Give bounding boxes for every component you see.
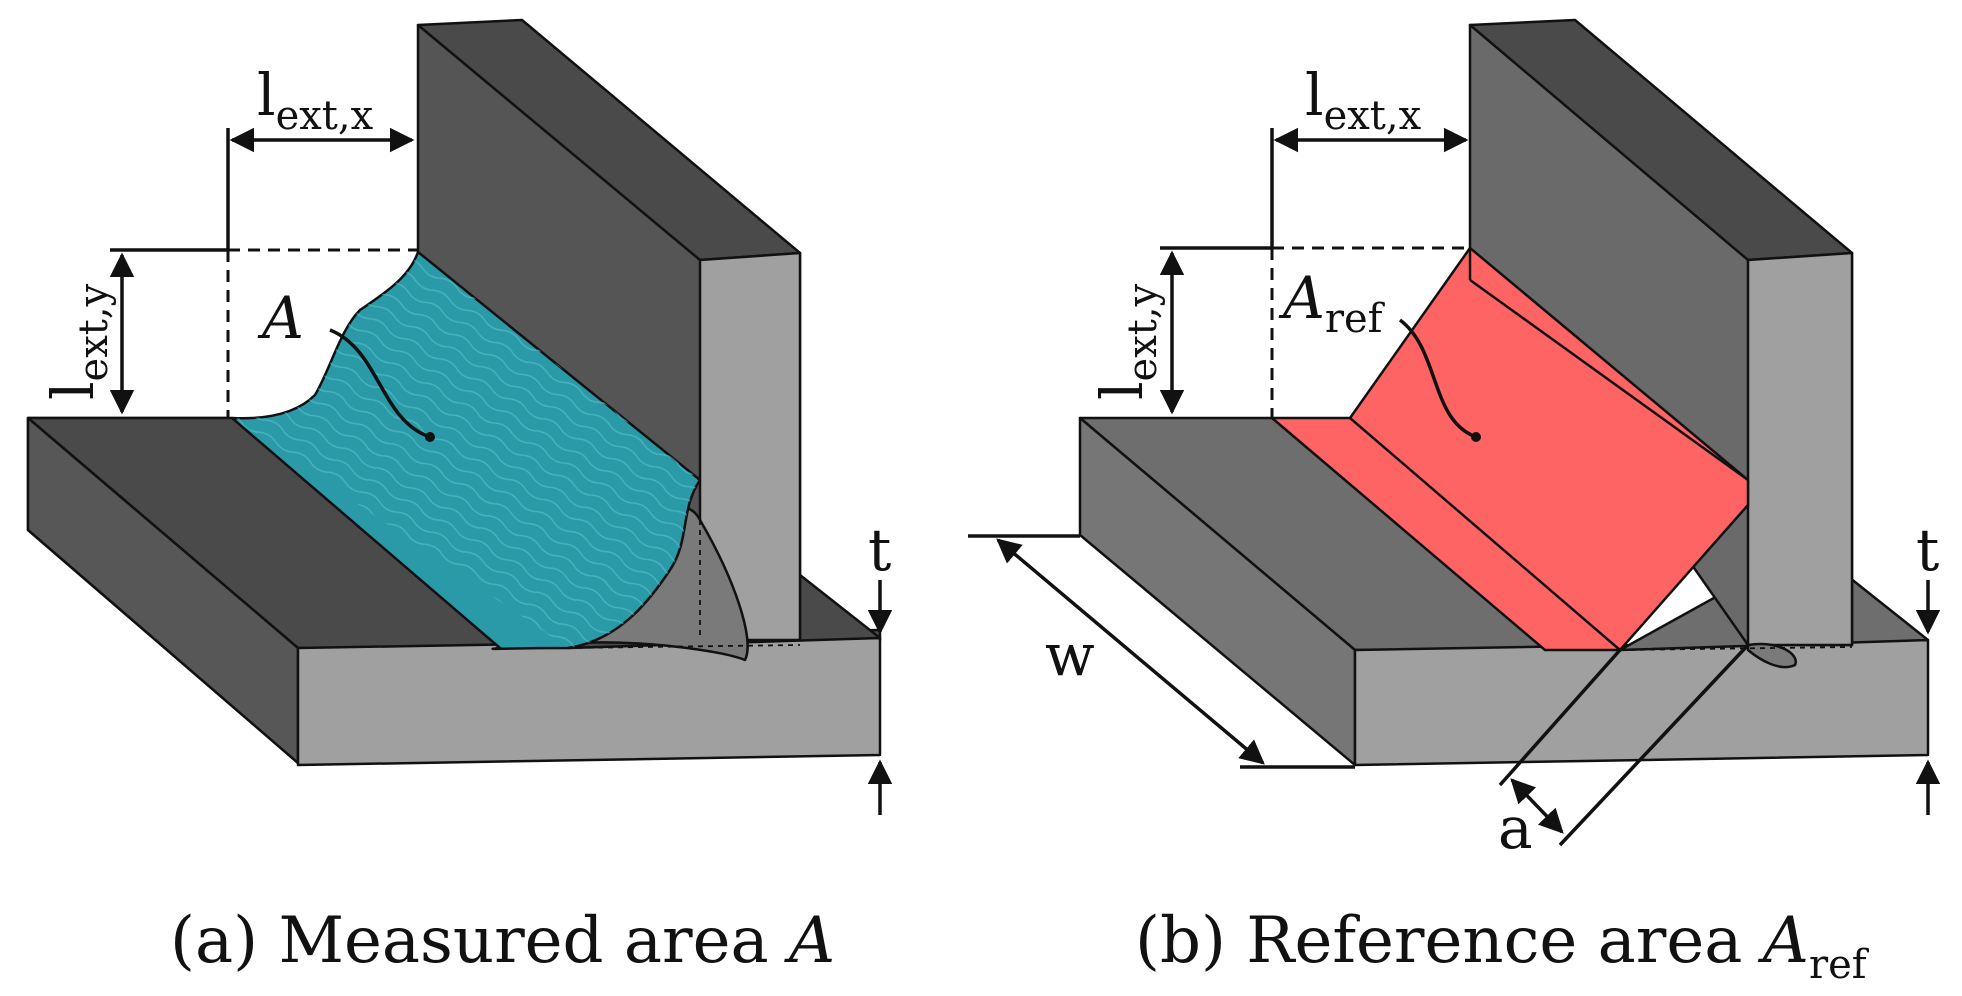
vertical-plate-front: [698, 251, 802, 642]
t-label: t: [1916, 516, 1939, 584]
a-extension-2: [1558, 643, 1750, 847]
reference-weld-area: [1270, 246, 1750, 652]
t-label: t: [868, 516, 891, 584]
a-extension-1: [1498, 648, 1622, 787]
panel-b: lext,x lext,y t w a Aref (b) Reference a…: [968, 18, 1941, 988]
area-leader: [329, 328, 431, 439]
caption-b: (b) Reference area Aref: [1135, 904, 1870, 988]
w-label: w: [1045, 621, 1095, 689]
weld-face-edge: [1349, 417, 1621, 651]
w-arrow: [996, 538, 1265, 765]
area-leader-dot: [425, 432, 435, 442]
base-plate-front-face: [296, 636, 882, 767]
caption-a: (a) Measured area A: [170, 904, 835, 978]
hidden-edge-dashes: [1619, 500, 1853, 651]
area-label: A: [257, 284, 304, 352]
lext-x-label: lext,x: [1305, 61, 1422, 139]
base-plate-front-face: [1353, 638, 1930, 767]
panel-a: lext,x lext,y t A (a) Measured area A: [26, 18, 893, 978]
lext-x-label: lext,x: [257, 61, 374, 139]
vertical-plate-front: [1746, 251, 1854, 647]
a-arrow: [1510, 778, 1564, 834]
penetration-bulge: [1746, 642, 1797, 669]
area-leader-dot: [1471, 432, 1481, 442]
hidden-edge-dashes: [567, 520, 801, 649]
area-leader: [1398, 318, 1477, 439]
measured-weld-ripples: [232, 252, 700, 648]
area-label: Aref: [1278, 264, 1386, 342]
a-label: a: [1498, 794, 1533, 862]
lext-y-label: lext,y: [1088, 283, 1166, 400]
lext-y-label: lext,y: [39, 283, 117, 400]
weld-toe-edge: [1469, 278, 1749, 482]
